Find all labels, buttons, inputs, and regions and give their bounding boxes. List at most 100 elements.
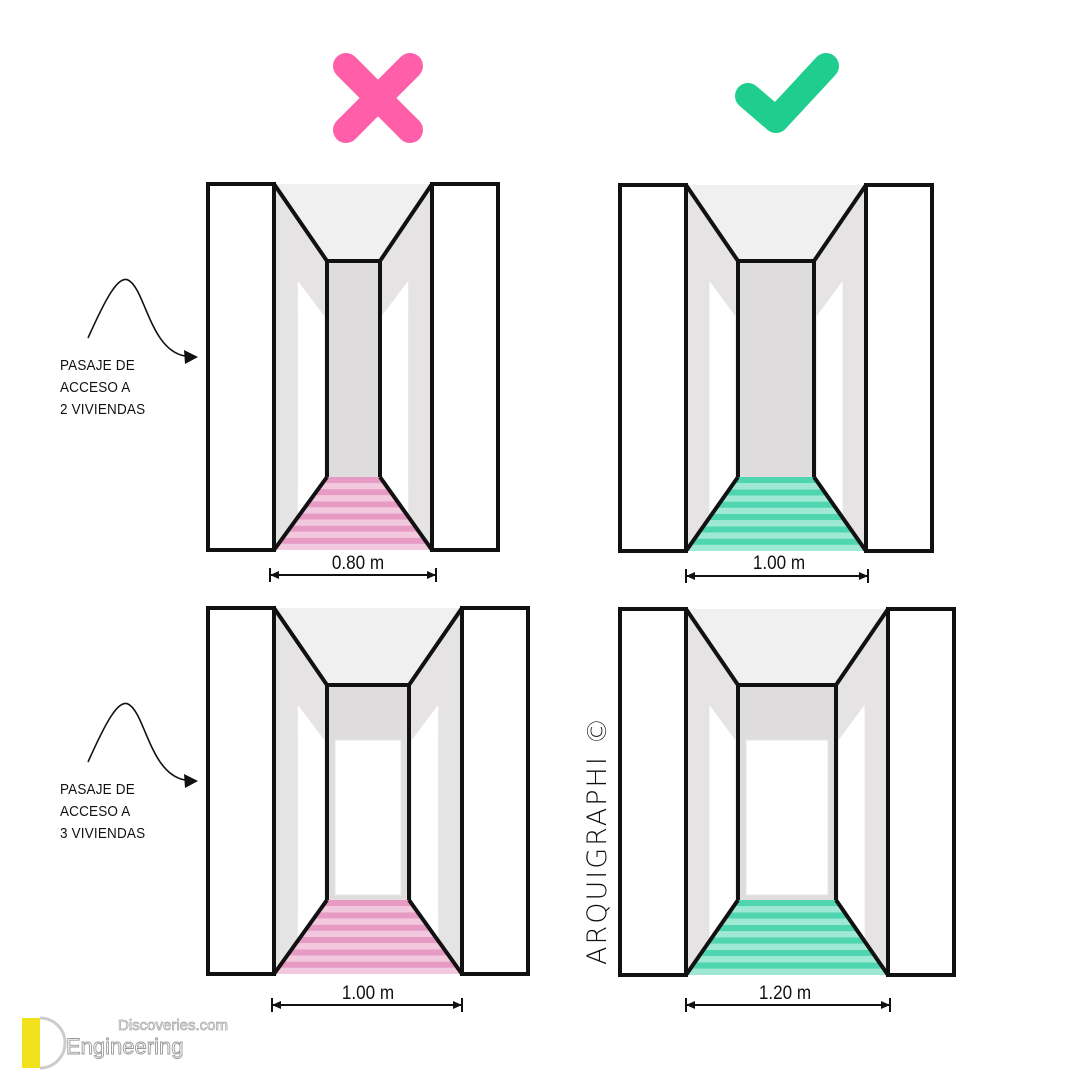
- left-wall-block: [618, 183, 688, 553]
- floor-stripe: [274, 967, 462, 974]
- left-wall-block: [206, 182, 276, 552]
- brand-signature: ARQUIGRAPHI ©: [582, 715, 613, 965]
- dimension-arrow: [272, 1001, 281, 1009]
- cross-icon: [333, 53, 423, 143]
- corridor-panel-4: [618, 607, 956, 1012]
- floor-edge-right: [834, 898, 890, 977]
- ceiling-edge: [684, 183, 868, 263]
- floor-stripe: [733, 900, 841, 907]
- right-wall-block: [886, 607, 956, 977]
- floor-stripe: [707, 937, 867, 944]
- floor-stripe: [304, 924, 432, 931]
- watermark-bottom: Engineering: [66, 1034, 184, 1060]
- floor-stripe: [278, 537, 428, 544]
- width-label: 1.00 m: [752, 553, 806, 574]
- floor-edge-left: [272, 898, 329, 976]
- ceiling: [274, 608, 462, 685]
- floor-edge-left: [684, 898, 740, 977]
- floor-stripe: [712, 931, 862, 938]
- floor-stripe: [703, 943, 871, 950]
- width-label: 1.00 m: [341, 983, 395, 1004]
- label-row1: PASAJE DE ACCESO A 2 VIVIENDAS: [60, 355, 145, 421]
- dimension-arrow: [859, 572, 868, 580]
- right-door: [838, 705, 865, 945]
- left-wall-block: [618, 607, 688, 977]
- floor-stripe: [716, 501, 836, 508]
- width-label: 1.20 m: [758, 983, 812, 1004]
- dimension-arrow: [686, 1001, 695, 1009]
- floor-stripe: [300, 507, 406, 514]
- floor-stripe: [291, 943, 445, 950]
- floor-stripe: [725, 489, 827, 496]
- floor-stripe: [300, 930, 436, 937]
- floor-stripe: [287, 525, 419, 532]
- floor-stripe: [318, 906, 418, 913]
- floor-stripe: [322, 477, 385, 484]
- floor-stripe: [278, 961, 458, 968]
- floor-stripe: [694, 956, 880, 963]
- label-line: 2 VIVIENDAS: [60, 401, 146, 418]
- ceiling: [686, 185, 866, 261]
- floor-edge-left: [684, 475, 740, 553]
- arrow-row2: [87, 702, 198, 788]
- dimension-arrow: [427, 571, 436, 579]
- floor-stripe: [309, 918, 427, 925]
- right-door: [411, 705, 439, 945]
- dimension-arrow: [686, 572, 695, 580]
- width-label: 0.80 m: [331, 553, 385, 574]
- right-wall-block: [460, 606, 530, 976]
- floor-stripe: [274, 543, 432, 550]
- floor-stripe: [287, 949, 449, 956]
- left-door: [297, 705, 325, 945]
- dimension-arrow: [881, 1001, 890, 1009]
- floor-stripe: [304, 501, 402, 508]
- floor-stripe: [699, 526, 853, 533]
- right-door: [816, 281, 843, 522]
- floor-stripe: [686, 968, 888, 975]
- watermark-logo: [22, 1016, 67, 1070]
- ceiling-edge: [684, 607, 890, 687]
- label-line: PASAJE DE: [60, 357, 135, 374]
- floor-stripe: [699, 950, 875, 957]
- floor-stripe: [313, 912, 423, 919]
- label-row2: PASAJE DE ACCESO A 3 VIVIENDAS: [60, 779, 145, 845]
- floor-stripe: [725, 912, 849, 919]
- label-line: PASAJE DE: [60, 781, 135, 798]
- back-wall: [327, 261, 380, 477]
- left-door: [709, 281, 736, 522]
- check-icon: [735, 53, 839, 133]
- floor-stripe: [690, 538, 862, 545]
- corridor-panel-1: [206, 182, 500, 582]
- left-door: [709, 705, 736, 945]
- floor-edge-right: [812, 475, 868, 553]
- dimension-line: [271, 998, 463, 1012]
- floor-stripe: [703, 520, 849, 527]
- label-line: ACCESO A: [60, 803, 131, 820]
- dimension-arrow: [270, 571, 279, 579]
- floor-stripe: [291, 519, 415, 526]
- floor-stripe: [296, 937, 440, 944]
- dimension-line: [685, 569, 869, 583]
- ceiling-edge: [272, 606, 464, 687]
- floor-edge-right: [407, 898, 464, 976]
- floor-stripe: [720, 918, 854, 925]
- floor-stripe: [309, 495, 398, 502]
- watermark-top: Discoveries.com: [118, 1017, 229, 1035]
- floor-stripe: [318, 483, 389, 490]
- floor-stripe: [733, 477, 819, 484]
- floor-stripe: [313, 489, 393, 496]
- right-door: [381, 281, 409, 522]
- dimension-line: [685, 998, 891, 1012]
- left-door: [297, 281, 325, 522]
- ceiling: [686, 609, 888, 685]
- back-wall: [738, 261, 814, 477]
- floor-stripe: [729, 906, 845, 913]
- back-door: [334, 739, 402, 896]
- floor-stripe: [296, 513, 411, 520]
- right-wall-block: [430, 182, 500, 552]
- dimension-arrow: [453, 1001, 462, 1009]
- label-line: ACCESO A: [60, 379, 131, 396]
- floor-stripe: [282, 955, 454, 962]
